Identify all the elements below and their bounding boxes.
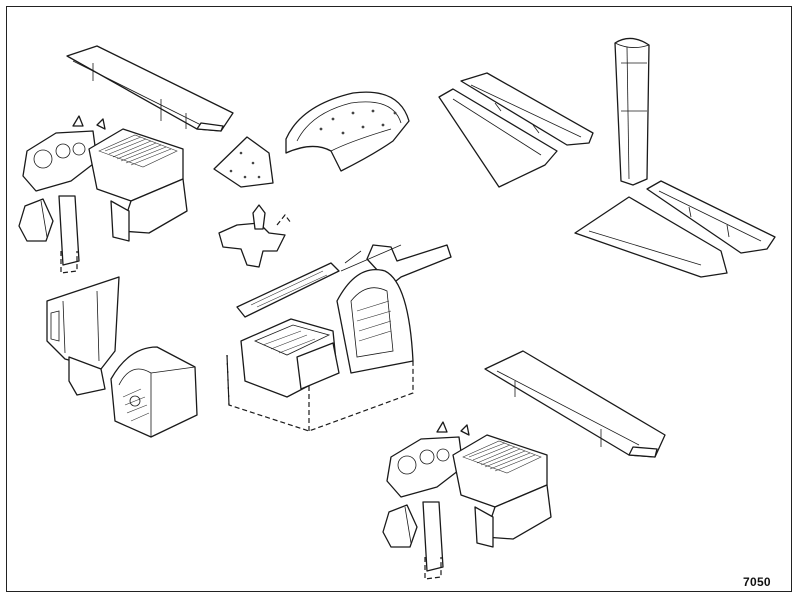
canopy-hood (285, 91, 410, 172)
instrument-panel-assembly-upper (18, 115, 188, 274)
side-panels (46, 276, 120, 396)
control-stick-bracket (218, 204, 292, 268)
instrument-panel-assembly-lower (382, 421, 552, 580)
elevator-left (438, 72, 594, 188)
cockpit-tub (226, 244, 452, 432)
wheel-well-box (110, 346, 198, 438)
bulkhead-plate (213, 136, 274, 188)
catalog-number: 7050 (743, 575, 771, 589)
flap-lower-right (484, 350, 666, 458)
elevator-right (574, 180, 776, 278)
parts-exploded-view (18, 37, 776, 580)
diagram-sheet: 7050 (6, 6, 792, 592)
rudder-strip (614, 37, 650, 186)
flap-upper-left (66, 45, 234, 132)
